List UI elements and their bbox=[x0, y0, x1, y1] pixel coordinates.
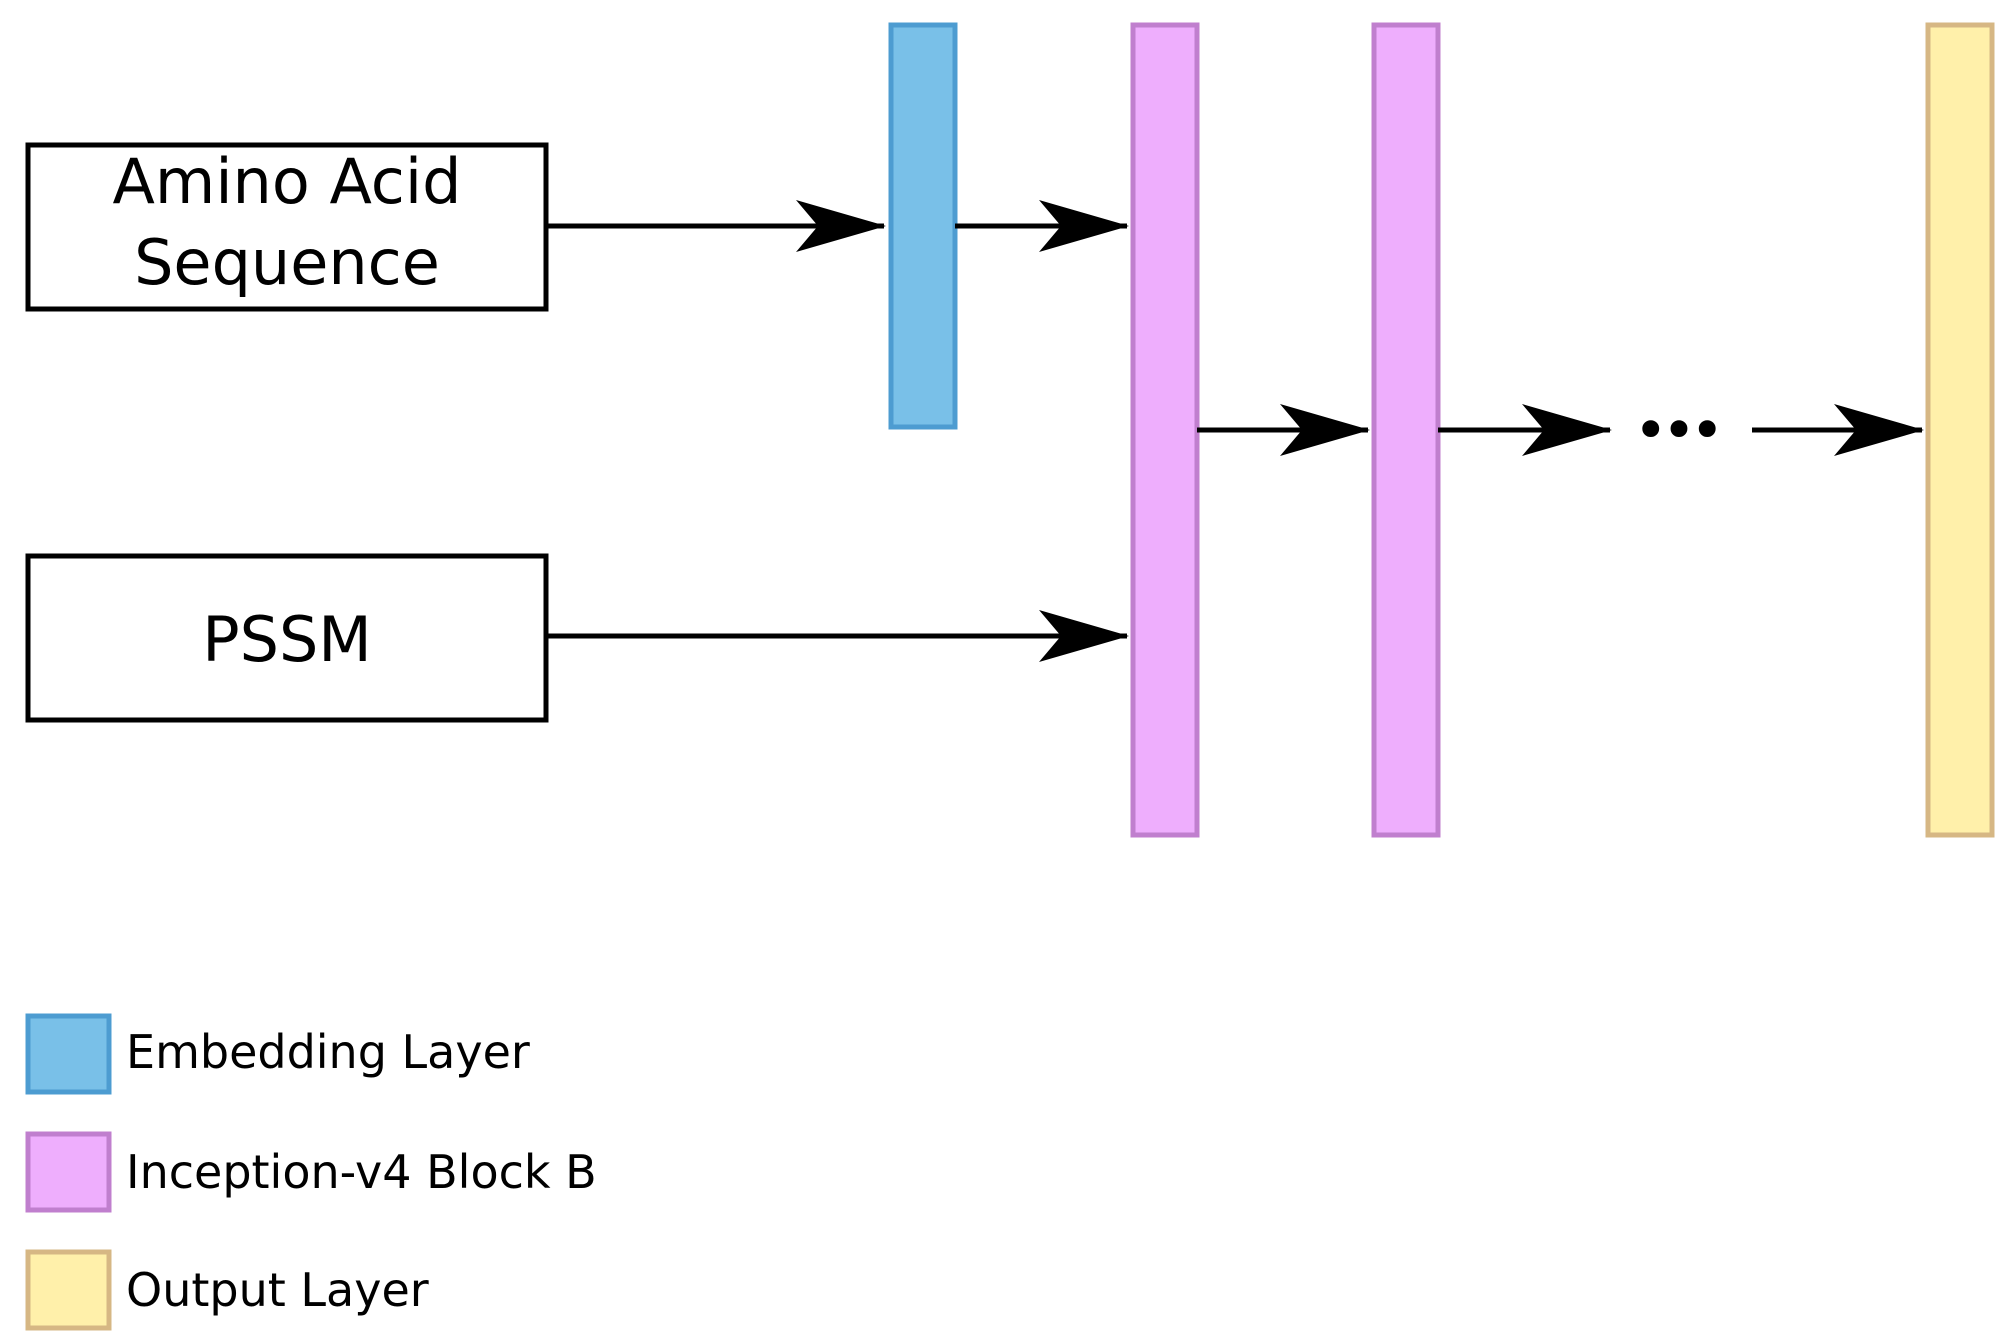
legend-swatch-embedding bbox=[25, 1013, 112, 1095]
amino-acid-label-line1: Amino Acid bbox=[113, 145, 462, 218]
amino-acid-box bbox=[25, 142, 549, 312]
legend-item-embedding: Embedding Layer bbox=[25, 1013, 530, 1095]
legend-item-output: Output Layer bbox=[25, 1249, 429, 1331]
pssm-label: PSSM bbox=[202, 603, 372, 676]
legend-label-output: Output Layer bbox=[126, 1263, 429, 1317]
pssm-input: PSSM bbox=[25, 553, 549, 723]
amino-acid-label-line2: Sequence bbox=[134, 226, 440, 299]
ellipsis: ••• bbox=[1634, 396, 1719, 464]
legend-swatch-inception bbox=[25, 1131, 112, 1213]
legend-item-inception: Inception-v4 Block B bbox=[25, 1131, 597, 1213]
inception-block-2 bbox=[1371, 22, 1441, 838]
legend-swatch-output bbox=[25, 1249, 112, 1331]
embedding-layer bbox=[888, 22, 958, 430]
output-layer bbox=[1925, 22, 1995, 838]
legend: Embedding Layer Inception-v4 Block B Out… bbox=[25, 1013, 597, 1331]
inception-block-1 bbox=[1130, 22, 1200, 838]
legend-label-inception: Inception-v4 Block B bbox=[126, 1145, 597, 1199]
pssm-box bbox=[25, 553, 549, 723]
amino-acid-input: Amino Acid Sequence bbox=[25, 142, 549, 312]
legend-label-embedding: Embedding Layer bbox=[126, 1025, 530, 1079]
